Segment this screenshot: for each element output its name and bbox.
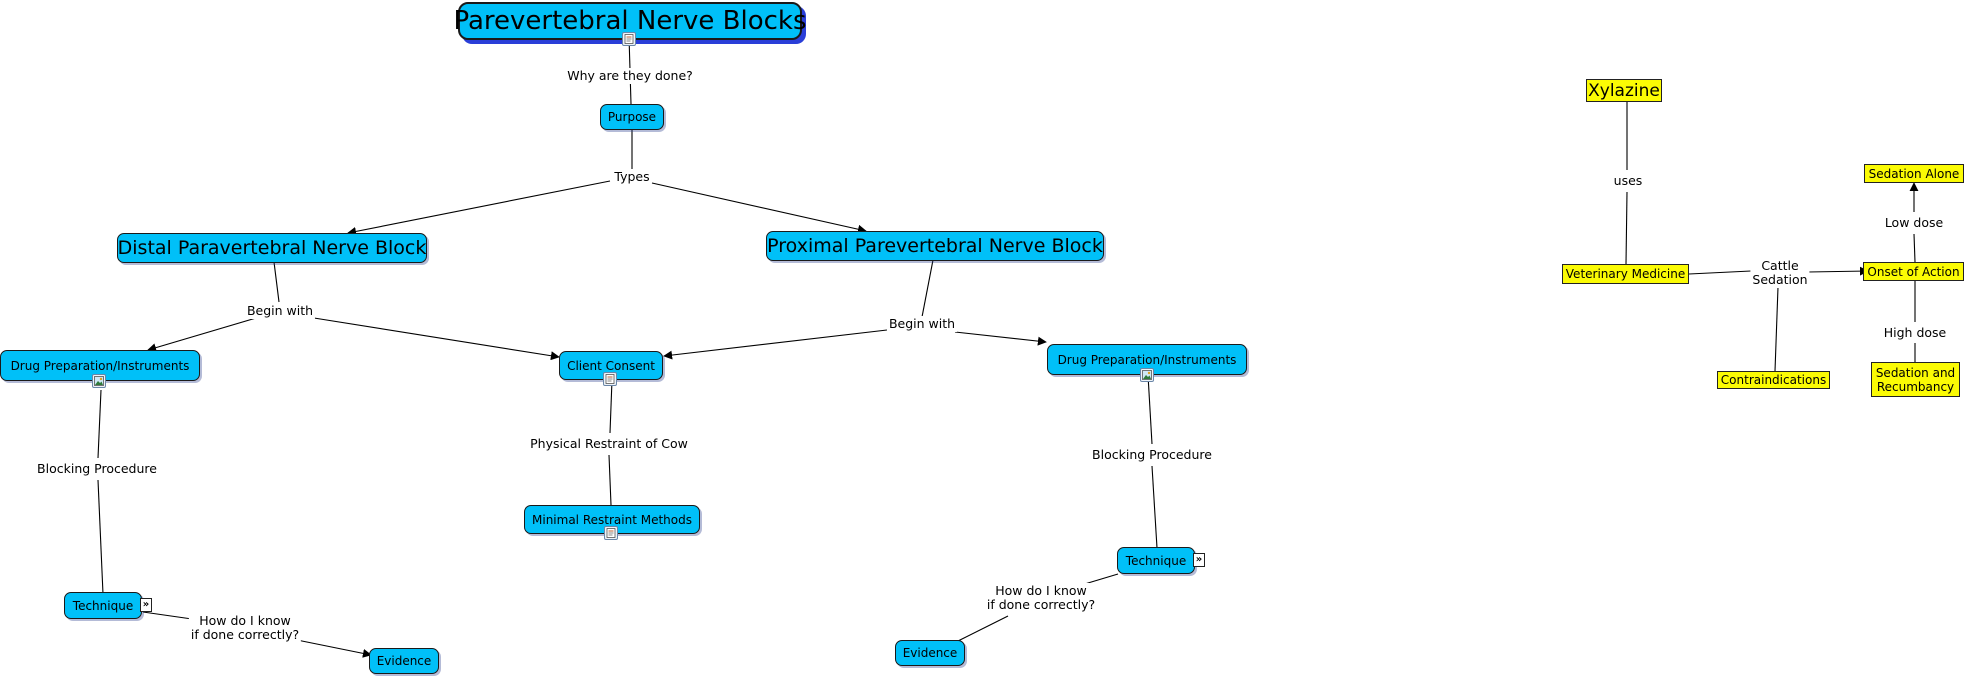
link-label-begin-with-left: Begin with xyxy=(244,303,316,319)
link-label-begin-with-right: Begin with xyxy=(886,316,958,332)
concept-veterinary-medicine[interactable]: Veterinary Medicine xyxy=(1562,264,1689,284)
link-restraint-minimal xyxy=(608,454,612,506)
concept-xylazine[interactable]: Xylazine xyxy=(1586,79,1662,102)
concept-purpose[interactable]: Purpose xyxy=(600,104,664,130)
link-label-uses: uses xyxy=(1611,173,1645,189)
concept-technique-left[interactable]: Technique xyxy=(64,592,142,619)
link-blocking-technique-right xyxy=(1151,465,1158,549)
link-blocking-technique-left xyxy=(97,479,104,595)
image-icon[interactable] xyxy=(92,374,106,388)
arrow-types-proximal xyxy=(651,182,867,234)
link-label-physical-restraint: Physical Restraint of Cow xyxy=(528,436,690,452)
link-label-high-dose: High dose xyxy=(1881,325,1949,341)
arrow-begin-consent-left xyxy=(313,317,560,361)
image-icon[interactable] xyxy=(1140,368,1154,382)
concept-minimal-restraint[interactable]: Minimal Restraint Methods xyxy=(524,505,700,534)
arrow-begin-drug-left xyxy=(147,317,257,353)
arrow-sedation-onset xyxy=(1807,266,1869,276)
arrow-types-distal xyxy=(347,180,611,236)
link-distal-beginwith xyxy=(273,261,280,303)
link-onset-lowdose xyxy=(1913,233,1916,263)
document-icon[interactable] xyxy=(622,32,636,46)
link-uses-vetmed xyxy=(1625,191,1628,265)
link-proximal-beginwith xyxy=(921,259,934,318)
concept-evidence-left[interactable]: Evidence xyxy=(369,648,439,674)
arrow-begin-consent-right xyxy=(663,329,888,360)
concept-technique-right[interactable]: Technique xyxy=(1117,547,1195,574)
concept-sedation-alone[interactable]: Sedation Alone xyxy=(1864,164,1964,183)
concept-proximal-block[interactable]: Proximal Parevertebral Nerve Block xyxy=(766,231,1104,261)
link-label-types: Types xyxy=(612,169,652,185)
concept-evidence-right[interactable]: Evidence xyxy=(895,640,965,666)
link-label-blocking-right: Blocking Procedure xyxy=(1090,447,1214,463)
link-label-why: Why are they done? xyxy=(565,68,695,84)
link-vetmed-sedation xyxy=(1688,270,1752,275)
link-label-how-right: How do I know if done correctly? xyxy=(984,583,1098,613)
link-how-evidence-right xyxy=(955,615,1009,643)
expand-arrows-icon[interactable]: » xyxy=(1193,553,1205,567)
link-label-low-dose: Low dose xyxy=(1882,215,1946,231)
document-icon[interactable] xyxy=(603,372,617,386)
concept-onset-of-action[interactable]: Onset of Action xyxy=(1863,262,1964,281)
expand-arrows-icon[interactable]: » xyxy=(140,598,152,612)
link-technique-left-how xyxy=(142,611,193,620)
link-label-cattle-sedation: Cattle Sedation xyxy=(1750,258,1810,288)
concept-distal-block[interactable]: Distal Paravertebral Nerve Block xyxy=(117,233,427,263)
link-drug-left-blocking xyxy=(97,389,102,459)
concept-contraindications[interactable]: Contraindications xyxy=(1717,371,1830,389)
arrow-how-evidence-left xyxy=(296,639,372,658)
arrow-begin-drug-right xyxy=(954,331,1047,346)
link-label-blocking-left: Blocking Procedure xyxy=(35,461,159,477)
link-drug-right-blocking xyxy=(1147,374,1153,445)
concept-title[interactable]: Parevertebral Nerve Blocks xyxy=(453,2,807,40)
concept-client-consent[interactable]: Client Consent xyxy=(559,351,663,380)
document-icon[interactable] xyxy=(604,526,618,540)
concept-sedation-recumbancy[interactable]: Sedation and Recumbancy xyxy=(1871,362,1960,397)
link-sedation-contraindications xyxy=(1774,286,1779,372)
link-consent-restraint xyxy=(609,379,613,434)
link-label-how-left: How do I know if done correctly? xyxy=(188,613,302,643)
